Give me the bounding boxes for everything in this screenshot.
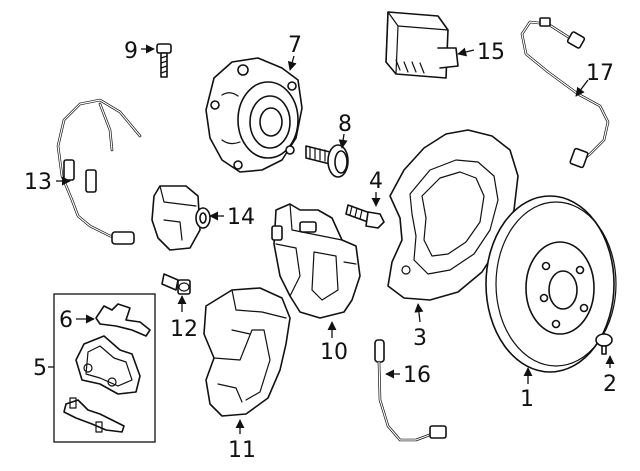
- callout-12: 12: [170, 317, 198, 342]
- part-screw-2: [595, 333, 613, 355]
- callout-15: 15: [477, 40, 505, 65]
- part-brake-rotor-1: [485, 195, 617, 373]
- callout-14: 14: [227, 205, 255, 230]
- callout-5: 5: [33, 356, 47, 381]
- callout-13: 13: [24, 170, 52, 195]
- part-caliper-carrier-11: [203, 287, 291, 417]
- part-wheel-hub-7: [205, 57, 303, 173]
- leader-17: [575, 79, 589, 97]
- leader-15: [457, 47, 475, 57]
- callout-8: 8: [338, 112, 352, 137]
- callout-16: 16: [403, 363, 431, 388]
- part-caliper-body-10: [271, 203, 361, 319]
- part-bolt-4: [345, 204, 385, 229]
- part-wheel-stud-8: [305, 144, 349, 178]
- callout-2: 2: [603, 372, 617, 397]
- callout-7: 7: [288, 33, 302, 58]
- callout-10: 10: [320, 340, 348, 365]
- part-sensor-16: [374, 339, 447, 442]
- callout-9: 9: [124, 39, 138, 64]
- leader-7: [287, 55, 297, 71]
- callout-11: 11: [228, 438, 256, 463]
- callout-labels: 9 7 8 15 17 13 14 4 12 6 5 10 11 3 1 2 1…: [24, 33, 617, 463]
- callout-leaders: [48, 44, 615, 434]
- part-dust-shield-3: [387, 129, 519, 301]
- leader-8: [338, 133, 348, 149]
- part-control-module-15: [385, 11, 459, 79]
- callout-1: 1: [520, 387, 534, 412]
- part-pad-clips-6: [95, 303, 151, 337]
- part-wear-sensor-17: [520, 17, 610, 169]
- pad-kit-box: [53, 293, 156, 443]
- callout-4: 4: [369, 169, 383, 194]
- callout-17: 17: [586, 61, 614, 86]
- part-brake-pads-5: [63, 335, 141, 433]
- part-bolt-9: [156, 43, 172, 78]
- part-caliper-bolt-12: [161, 273, 191, 295]
- part-wear-sensor-13: [56, 98, 142, 245]
- part-caliper-motor-14: [151, 185, 211, 251]
- leader-3: [414, 303, 424, 323]
- callout-3: 3: [413, 326, 427, 351]
- callout-6: 6: [59, 308, 73, 333]
